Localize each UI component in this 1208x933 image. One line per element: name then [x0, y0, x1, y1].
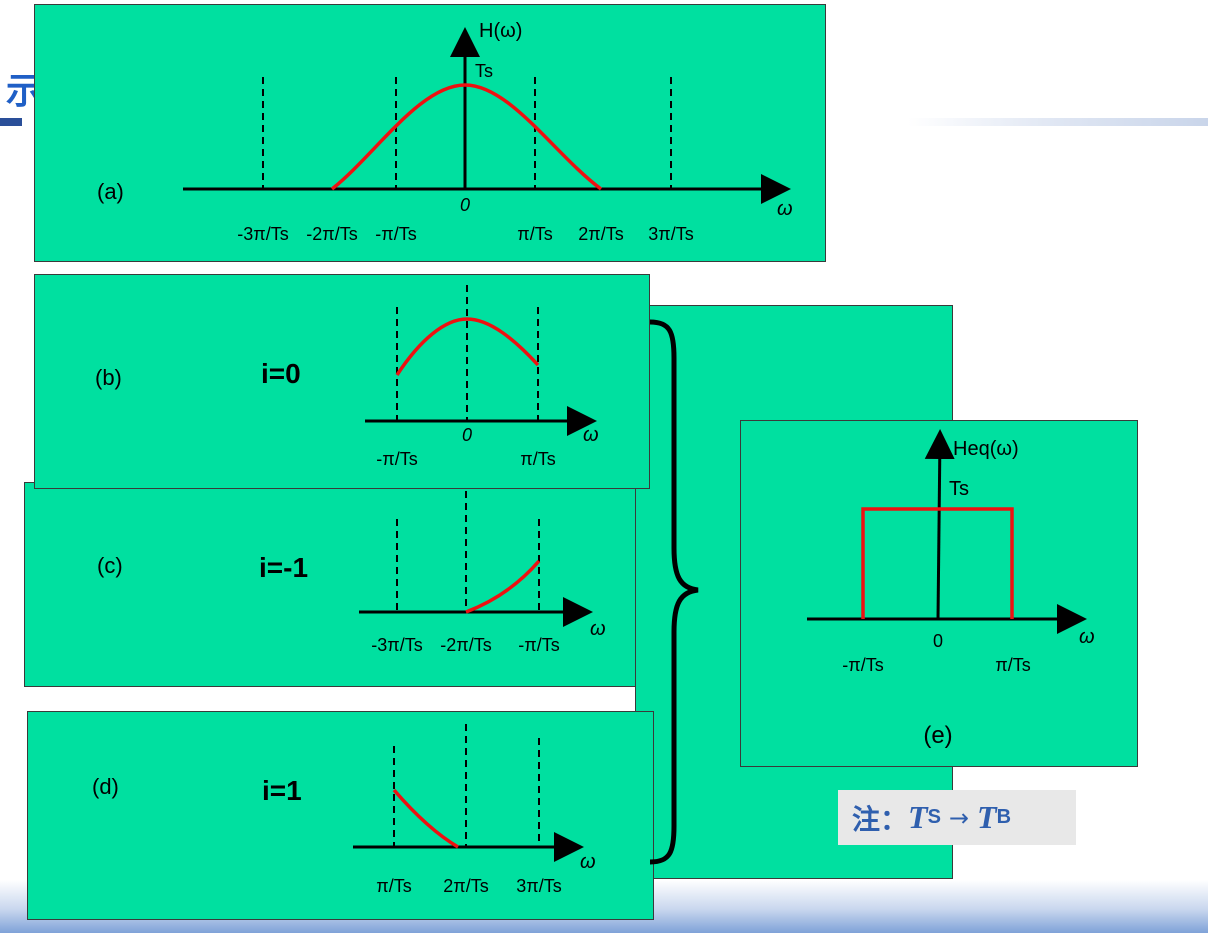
- xlabel-a: ω: [777, 198, 793, 220]
- tick-d-1: π/Ts: [376, 876, 411, 896]
- note-to-t: T: [977, 799, 997, 835]
- spectrum-c-svg: (c) i=-1 ω -3π/Ts -2π/Ts -π/Ts: [97, 491, 606, 655]
- tick-c-3: -π/Ts: [518, 635, 559, 655]
- tag-c: (c): [97, 553, 123, 578]
- spectrum-e-svg: Heq(ω) Ts ω -π/Ts 0 π/Ts (e): [807, 429, 1095, 749]
- spectrum-b-svg: (b) i=0 ω -π/Ts 0 π/Ts: [95, 285, 599, 469]
- tick-a-2: -2π/Ts: [306, 224, 357, 244]
- top-decor-rule: [908, 118, 1208, 126]
- summation-brace: [649, 319, 699, 865]
- dash-lines-c: [396, 491, 540, 612]
- dash-lines-b: [396, 285, 539, 421]
- xlabel-c: ω: [590, 618, 606, 640]
- panel-a: (a) H(ω) Ts ω -3π/Ts -2π/Ts -π/Ts 0 π/Ts…: [34, 4, 826, 262]
- tick-b-3: π/Ts: [520, 449, 555, 469]
- tick-a-7: 3π/Ts: [648, 224, 693, 244]
- tag-b: (b): [95, 365, 122, 390]
- tick-d-3: 3π/Ts: [516, 876, 561, 896]
- tick-b-2: 0: [462, 425, 472, 445]
- panel-e: Heq(ω) Ts ω -π/Ts 0 π/Ts (e): [740, 420, 1138, 767]
- left-decor-rule: [0, 118, 22, 126]
- note-prefix: 注：: [852, 802, 909, 836]
- tick-a-5: π/Ts: [517, 224, 552, 244]
- ticks-a: -3π/Ts -2π/Ts -π/Ts 0 π/Ts 2π/Ts 3π/Ts: [237, 195, 693, 244]
- tick-e-2: 0: [933, 631, 943, 651]
- tag-e: (e): [923, 722, 952, 749]
- raised-cosine-curve: [330, 83, 603, 191]
- spectrum-a-svg: (a) H(ω) Ts ω -3π/Ts -2π/Ts -π/Ts 0 π/Ts…: [97, 20, 793, 244]
- xlabel-d: ω: [580, 851, 596, 873]
- tick-a-6: 2π/Ts: [578, 224, 623, 244]
- ylabel-e: Heq(ω): [953, 438, 1019, 460]
- note-to-sub: B: [996, 806, 1012, 828]
- tick-e-1: -π/Ts: [842, 655, 883, 675]
- tick-e-3: π/Ts: [995, 655, 1030, 675]
- tick-a-4: 0: [460, 195, 470, 215]
- note-from-sub: S: [927, 806, 941, 828]
- ticks-d: π/Ts 2π/Ts 3π/Ts: [376, 876, 561, 896]
- spectrum-d-svg: (d) i=1 ω π/Ts 2π/Ts 3π/Ts: [92, 724, 596, 896]
- ticks-e: -π/Ts 0 π/Ts: [842, 631, 1030, 675]
- dash-lines-a: [262, 77, 672, 189]
- shifted-curve-c: [465, 559, 541, 614]
- main-lobe-curve-b: [395, 317, 540, 376]
- peak-label-a: Ts: [475, 61, 493, 81]
- panel-c: (c) i=-1 ω -3π/Ts -2π/Ts -π/Ts: [24, 482, 636, 687]
- index-c: i=-1: [259, 552, 308, 583]
- ideal-lowpass-curve: [861, 507, 1014, 619]
- tick-a-3: -π/Ts: [375, 224, 416, 244]
- xlabel-e: ω: [1079, 626, 1095, 648]
- ticks-b: -π/Ts 0 π/Ts: [376, 425, 555, 469]
- note-arrow: →: [948, 803, 970, 832]
- tick-a-1: -3π/Ts: [237, 224, 288, 244]
- tag-d: (d): [92, 774, 119, 799]
- note-from-t: T: [908, 799, 928, 835]
- tick-c-2: -2π/Ts: [440, 635, 491, 655]
- panel-b: (b) i=0 ω -π/Ts 0 π/Ts: [34, 274, 650, 489]
- dash-lines-d: [393, 724, 540, 847]
- tick-b-1: -π/Ts: [376, 449, 417, 469]
- ylabel-a: H(ω): [479, 20, 522, 42]
- panel-d: (d) i=1 ω π/Ts 2π/Ts 3π/Ts: [27, 711, 654, 920]
- tick-d-2: 2π/Ts: [443, 876, 488, 896]
- y-axis-e: [924, 429, 955, 620]
- shifted-curve-d: [392, 788, 459, 849]
- tag-a: (a): [97, 179, 124, 204]
- ticks-c: -3π/Ts -2π/Ts -π/Ts: [371, 635, 559, 655]
- tick-c-1: -3π/Ts: [371, 635, 422, 655]
- xlabel-b: ω: [583, 424, 599, 446]
- index-d: i=1: [262, 775, 302, 806]
- index-b: i=0: [261, 358, 301, 389]
- level-label-e: Ts: [949, 478, 969, 500]
